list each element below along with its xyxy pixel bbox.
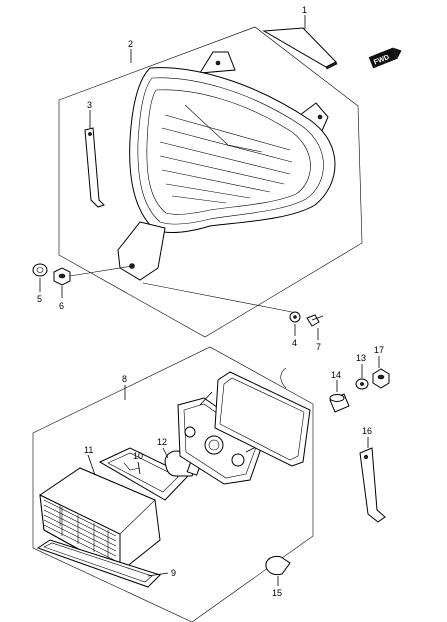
lamp-base-plate — [214, 367, 311, 467]
callout-13: 13 — [356, 353, 366, 363]
part-3-bracket — [84, 110, 105, 208]
part-4-washer — [289, 311, 301, 336]
callout-9: 9 — [171, 568, 176, 578]
callout-12: 12 — [157, 437, 167, 447]
callout-17: 17 — [374, 345, 384, 355]
callout-3: 3 — [87, 100, 92, 110]
callout-16: 16 — [362, 426, 372, 436]
part-11-lens-cover — [39, 454, 161, 573]
callout-5: 5 — [37, 294, 42, 304]
assembly-8-outline — [32, 346, 314, 622]
callout-8: 8 — [122, 374, 127, 384]
part-5-grommet — [32, 263, 48, 292]
callout-11: 11 — [84, 445, 93, 455]
part-7-screw — [306, 314, 324, 340]
part-13-washer — [355, 364, 369, 390]
part-14-spacer — [329, 380, 350, 413]
part-6-nut — [53, 267, 71, 298]
callout-14: 14 — [331, 370, 341, 380]
callout-10: 10 — [133, 451, 143, 461]
part-1-seal — [262, 15, 338, 70]
assembly-2-outline — [58, 26, 363, 338]
part-17-nut — [372, 356, 390, 389]
callout-2: 2 — [128, 39, 133, 49]
callout-1: 1 — [302, 5, 307, 15]
part-9-gasket — [36, 539, 169, 588]
callout-6: 6 — [59, 301, 64, 311]
callout-7: 7 — [316, 342, 321, 352]
callout-15: 15 — [272, 588, 282, 598]
part-2-lamp-housing — [117, 51, 336, 281]
fwd-badge: FWD — [368, 47, 402, 69]
part-16-bracket — [359, 437, 386, 523]
callout-4: 4 — [292, 338, 297, 348]
part-15-bulb — [265, 555, 291, 586]
